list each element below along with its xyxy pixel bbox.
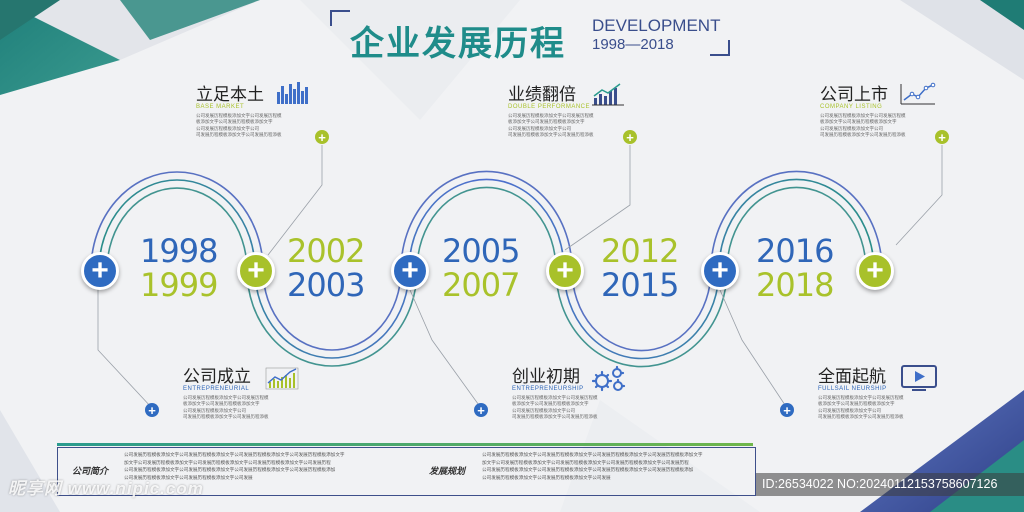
milestone-text-line: 公司发展历程模板添加文字公司发展历程模	[196, 113, 282, 118]
image-id-bar: ID:26534022 NO:20240112153758607126	[756, 473, 1024, 496]
timeline-node-2002[interactable]: +	[237, 252, 275, 290]
year-2003: 2003	[287, 266, 365, 304]
profile-text-line: 公司发展历程模板添加文字公司发展历程模板添加文字公司发展历程模板添加文字公司发展…	[124, 467, 336, 472]
timeline-node-2005[interactable]: +	[391, 252, 429, 290]
plan-text-line: 公司发展历程模板添加文字公司发展历程模板添加文字公司发展历程模板添加文字公司发展…	[482, 452, 703, 457]
milestone-text-line: 板添加文字公司发展历程模板添加文字	[196, 119, 273, 125]
timeline-node-2018[interactable]: +	[856, 252, 894, 290]
milestone-text-line: 司发展历程模板添加文字公司发展历程添板	[512, 414, 598, 420]
milestone-text-line: 公司发展历程模板添加文字公司	[183, 407, 246, 413]
company-profile-label: 公司简介	[72, 466, 109, 476]
milestone-subtitle: ENTREPRENEURIAL	[183, 386, 250, 392]
milestone-title: 业绩翻倍	[508, 85, 576, 105]
milestone-title: 立足本土	[196, 85, 264, 105]
milestone-card-entrepreneurial: 公司成立 ENTREPRENEURIAL 公司发展历程模板添加文字公司发展历程模…	[183, 362, 323, 426]
milestone-text-line: 司发展历程模板添加文字公司发展历程添板	[820, 132, 906, 138]
image-id-text: ID:26534022 NO:20240112153758607126	[762, 477, 998, 491]
milestone-subtitle: DOUBLE PERFORMANCE	[508, 104, 591, 110]
title-english: DEVELOPMENT	[592, 16, 721, 35]
milestone-card-company-listing: 公司上市 COMPANY LISTING 公司发展历程模板添加文字公司发展历程模…	[820, 80, 960, 144]
development-plan-text: 公司发展历程模板添加文字公司发展历程模板添加文字公司发展历程模板添加文字公司发展…	[482, 451, 703, 481]
milestone-title: 公司成立	[183, 367, 251, 387]
milestone-title: 全面起航	[818, 367, 886, 387]
expand-node-top-3[interactable]: +	[935, 130, 949, 144]
bottom-panel-accent	[57, 443, 753, 446]
page-title: 企业发展历程 DEVELOPMENT 1998—2018	[330, 10, 730, 64]
year-1999: 1999	[140, 266, 218, 304]
milestone-text-line: 板添加文字公司发展历程模板添加文字	[512, 401, 589, 407]
profile-text-line: 公司发展历程模板添加文字公司发展历程模板添加文字公司发展历程模板添加文字公司发展…	[124, 452, 345, 457]
year-2018: 2018	[756, 266, 834, 304]
gears-icon	[592, 365, 626, 392]
title-bracket-right	[710, 40, 730, 56]
milestone-title: 创业初期	[512, 367, 580, 387]
plan-text-line: 公司发展历程模板添加文字公司发展历程模板添加文字公司发展	[482, 474, 611, 480]
milestone-text-line: 板添加文字公司发展历程模板添加文字	[508, 119, 585, 125]
milestone-card-base-market: 立足本土 BASE MARKET 公司发展历程模板添加文字公司发展历程模 板添加…	[196, 80, 336, 144]
title-chinese: 企业发展历程	[350, 24, 566, 64]
expand-node-bottom-3[interactable]: +	[780, 403, 794, 417]
milestone-text-line: 板添加文字公司发展历程模板添加文字	[818, 401, 895, 407]
milestone-card-entrepreneurship: 创业初期 ENTREPRENEURSHIP 公司发展历程模板添加文字公司发展历程…	[512, 362, 652, 426]
milestone-text-line: 司发展历程模板添加文字公司发展历程添板	[508, 132, 594, 138]
year-1998: 1998	[140, 232, 218, 270]
milestone-text-line: 公司发展历程模板添加文字公司发展历程模	[512, 395, 598, 400]
profile-text-line: 公司发展历程模板添加文字公司发展历程模板添加文字公司发展	[124, 474, 253, 480]
milestone-text-line: 公司发展历程模板添加文字公司	[818, 407, 881, 413]
year-2002: 2002	[287, 232, 365, 270]
milestone-text-line: 板添加文字公司发展历程模板添加文字	[820, 119, 897, 125]
milestone-text-line: 公司发展历程模板添加文字公司发展历程模	[508, 113, 594, 118]
milestone-text-line: 板添加文字公司发展历程模板添加文字	[183, 401, 260, 407]
milestone-text-line: 公司发展历程模板添加文字公司发展历程模	[820, 113, 906, 118]
milestone-subtitle: ENTREPRENEURSHIP	[512, 386, 584, 392]
bottom-info-panel: 公司简介 公司发展历程模板添加文字公司发展历程模板添加文字公司发展历程模板添加文…	[57, 447, 756, 496]
year-2007: 2007	[442, 266, 520, 304]
milestone-text-line: 司发展历程模板添加文字公司发展历程添板	[818, 414, 904, 420]
line-chart-icon	[900, 82, 936, 105]
bar-chart-icon	[277, 82, 308, 104]
milestone-text-line: 公司发展历程模板添加文字公司	[508, 125, 571, 131]
plan-text-line: 加文字公司发展历程模板添加文字公司发展历程模板添加文字公司发展历程模板添加文字公…	[482, 459, 689, 465]
year-2016: 2016	[756, 232, 834, 270]
year-2012: 2012	[601, 232, 679, 270]
site-watermark: 昵享网 www.nipic.com	[8, 479, 204, 498]
milestone-text-line: 公司发展历程模板添加文字公司	[196, 125, 259, 131]
company-profile-text: 公司发展历程模板添加文字公司发展历程模板添加文字公司发展历程模板添加文字公司发展…	[124, 451, 345, 481]
title-years: 1998—2018	[592, 36, 674, 53]
milestone-text-line: 公司发展历程模板添加文字公司	[820, 125, 883, 131]
milestone-text-line: 公司发展历程模板添加文字公司发展历程模	[818, 395, 904, 400]
year-2015: 2015	[601, 266, 679, 304]
timeline-node-1998[interactable]: +	[81, 252, 119, 290]
milestone-text-line: 公司发展历程模板添加文字公司	[512, 407, 575, 413]
milestone-text-line: 公司发展历程模板添加文字公司发展历程模	[183, 395, 269, 400]
expand-node-top-2[interactable]: +	[623, 130, 637, 144]
milestone-text-line: 司发展历程模板添加文字公司发展历程添板	[183, 414, 269, 420]
year-2005: 2005	[442, 232, 520, 270]
timeline-node-2016[interactable]: +	[701, 252, 739, 290]
milestone-card-fullsail: 全面起航 FULLSAIL NEURSHIP 公司发展历程模板添加文字公司发展历…	[818, 362, 958, 426]
milestone-subtitle: BASE MARKET	[196, 104, 245, 110]
growth-chart-icon	[592, 83, 624, 106]
expand-node-bottom-1[interactable]: +	[145, 403, 159, 417]
milestone-subtitle: COMPANY LISTING	[820, 104, 883, 110]
title-bracket-left	[330, 10, 350, 26]
timeline-node-2012[interactable]: +	[546, 252, 584, 290]
plan-text-line: 公司发展历程模板添加文字公司发展历程模板添加文字公司发展历程模板添加文字公司发展…	[482, 467, 694, 472]
milestone-card-double-performance: 业绩翻倍 DOUBLE PERFORMANCE 公司发展历程模板添加文字公司发展…	[508, 80, 648, 144]
milestone-subtitle: FULLSAIL NEURSHIP	[818, 386, 887, 392]
expand-node-bottom-2[interactable]: +	[474, 403, 488, 417]
trend-chart-icon	[265, 367, 299, 390]
profile-text-line: 加文字公司发展历程模板添加文字公司发展历程模板添加文字公司发展历程模板添加文字公…	[124, 459, 331, 465]
development-plan-label: 发展规划	[429, 466, 466, 476]
milestone-title: 公司上市	[820, 85, 888, 105]
milestone-text-line: 司发展历程模板添加文字公司发展历程添板	[196, 132, 282, 138]
play-screen-icon	[901, 365, 937, 391]
expand-node-top-1[interactable]: +	[315, 130, 329, 144]
